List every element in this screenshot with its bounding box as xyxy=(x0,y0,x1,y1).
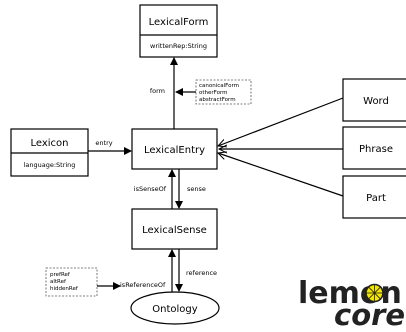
word-name: Word xyxy=(363,96,389,107)
lemon-slice-icon xyxy=(365,283,384,303)
phrase-name: Phrase xyxy=(359,144,393,155)
logo-line2: core xyxy=(334,298,405,328)
form-label: form xyxy=(150,87,165,95)
lexicon-class: Lexicon language:String xyxy=(10,128,89,177)
lexical-entry-name: LexicalEntry xyxy=(144,145,205,156)
form-subproperty: canonicalForm xyxy=(199,83,239,89)
form-subproperty: abstractForm xyxy=(199,97,236,103)
ontology-name: Ontology xyxy=(152,304,197,315)
lexical-form-attribute: writtenRep:String xyxy=(150,42,207,50)
is-reference-of-label: isReferenceOf xyxy=(120,281,166,289)
ontology-class: Ontology xyxy=(130,291,220,325)
is-sense-of-label: isSenseOf xyxy=(134,185,167,193)
part-class: Part xyxy=(342,175,406,219)
lexical-sense-class: LexicalSense xyxy=(131,208,218,250)
lexicon-name: Lexicon xyxy=(30,138,68,149)
lexical-form-name: LexicalForm xyxy=(149,17,209,28)
reference-subproperty: prefRef xyxy=(50,272,71,278)
part-generalization-arrow xyxy=(218,153,344,197)
lexicon-attribute: language:String xyxy=(24,161,76,169)
logo-line1: lemon xyxy=(298,276,402,311)
lexical-form-class: LexicalForm writtenRep:String xyxy=(139,4,218,58)
reference-subproperty: altRef xyxy=(50,279,67,285)
reference-label: reference xyxy=(186,269,217,277)
form-subproperty: otherForm xyxy=(199,90,228,96)
form-subproperties-box: canonicalForm otherForm abstractForm xyxy=(195,79,252,105)
lexical-sense-name: LexicalSense xyxy=(142,225,207,236)
word-generalization-arrow xyxy=(218,97,344,146)
entry-label: entry xyxy=(95,139,112,147)
part-name: Part xyxy=(366,193,386,204)
lemon-core-logo: lemon core xyxy=(298,276,405,332)
reference-subproperties-box: prefRef altRef hiddenRef xyxy=(45,267,98,297)
word-class: Word xyxy=(342,78,406,122)
reference-subproperty: hiddenRef xyxy=(50,286,79,292)
lexical-entry-class: LexicalEntry xyxy=(131,128,218,170)
sense-label: sense xyxy=(187,185,206,193)
phrase-class: Phrase xyxy=(342,126,406,170)
